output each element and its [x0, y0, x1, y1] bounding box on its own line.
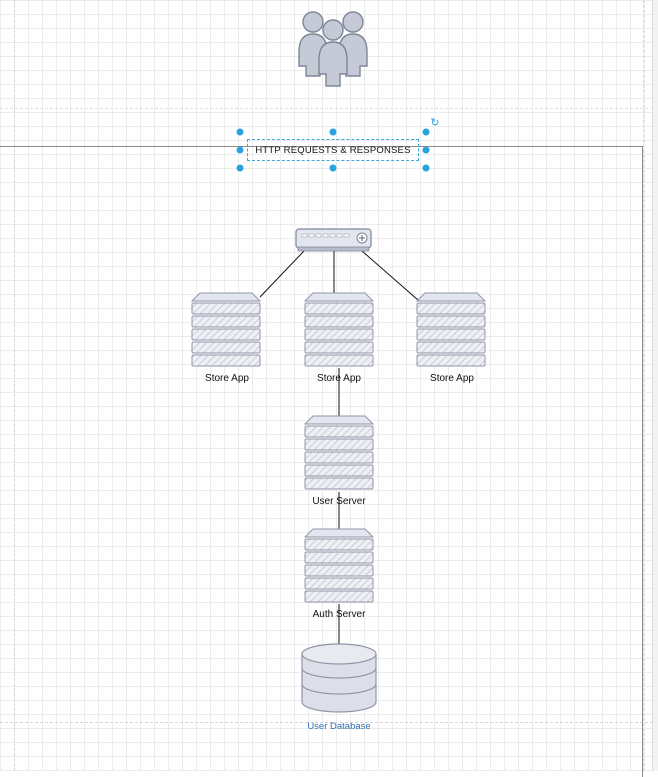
users-group-icon[interactable]	[298, 11, 368, 87]
container-frame[interactable]	[0, 146, 643, 777]
user-database-label: User Database	[307, 721, 371, 732]
auth-server-icon[interactable]	[304, 528, 374, 603]
resize-handle-top-left[interactable]	[236, 128, 244, 136]
store-app-1-label: Store App	[205, 373, 249, 384]
rotate-handle-icon[interactable]: ↻	[430, 117, 440, 129]
page-boundary-right	[643, 0, 644, 771]
store-app-3-label: Store App	[430, 373, 474, 384]
resize-handle-top-right[interactable]	[422, 128, 430, 136]
connector-lines	[259, 250, 419, 646]
user-server-icon[interactable]	[304, 415, 374, 490]
store-app-2-server-icon[interactable]	[304, 292, 374, 367]
database-icon[interactable]	[301, 643, 377, 713]
resize-handle-bottom-left[interactable]	[236, 164, 244, 172]
store-app-3-server-icon[interactable]	[416, 292, 486, 367]
resize-handle-bottom[interactable]	[329, 164, 337, 172]
resize-handle-bottom-right[interactable]	[422, 164, 430, 172]
resize-handle-right[interactable]	[422, 146, 430, 154]
router-icon[interactable]	[295, 228, 372, 252]
user-server-label: User Server	[312, 496, 366, 507]
edge-router-store-app-3[interactable]	[361, 250, 419, 301]
vertical-scrollbar[interactable]	[652, 0, 658, 771]
store-app-1-server-icon[interactable]	[191, 292, 261, 367]
resize-handle-top[interactable]	[329, 128, 337, 136]
page-boundary-bottom	[0, 722, 658, 723]
auth-server-label: Auth Server	[312, 609, 366, 620]
page-boundary-left	[14, 0, 15, 771]
resize-handle-left[interactable]	[236, 146, 244, 154]
http-requests-text: HTTP REQUESTS & RESPONSES	[255, 144, 411, 156]
store-app-2-label: Store App	[317, 373, 361, 384]
http-requests-text-box[interactable]: HTTP REQUESTS & RESPONSES	[247, 139, 419, 161]
page-boundary-top	[0, 108, 658, 109]
edge-router-store-app-1[interactable]	[259, 250, 305, 298]
